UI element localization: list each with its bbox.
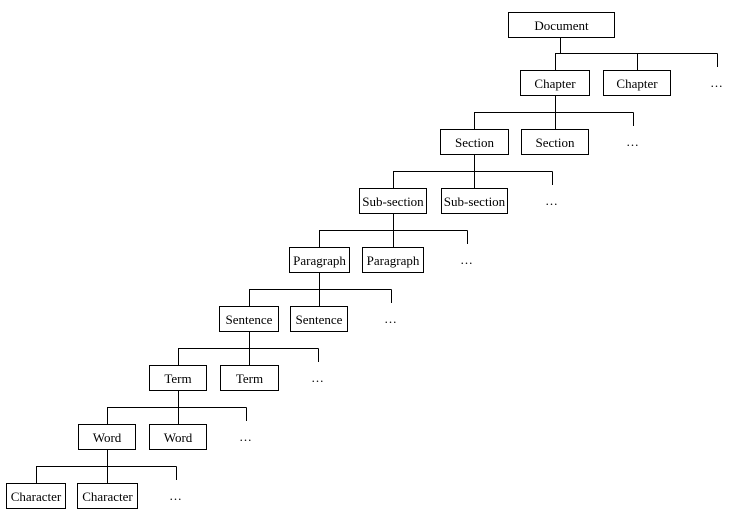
connector-document-to-chapter <box>555 38 718 70</box>
node-word-2: Word <box>149 424 207 450</box>
node-chapter-1: Chapter <box>520 70 590 96</box>
ellipsis-word: ... <box>239 429 253 444</box>
connector-chapter-to-section <box>474 96 634 129</box>
connector-subsection-to-paragraph <box>319 214 468 247</box>
node-character-2: Character <box>77 483 138 509</box>
ellipsis-paragraph: ... <box>460 252 474 267</box>
ellipsis-sentence: ... <box>384 311 398 326</box>
connector-term-to-word <box>107 391 247 424</box>
ellipsis-section: ... <box>626 134 640 149</box>
node-sentence-2: Sentence <box>290 306 348 332</box>
node-section-2: Section <box>521 129 589 155</box>
node-chapter-2: Chapter <box>603 70 671 96</box>
node-term-2: Term <box>220 365 279 391</box>
node-subsection-1: Sub-section <box>359 188 427 214</box>
ellipsis-character: ... <box>169 488 183 503</box>
node-section-1: Section <box>440 129 509 155</box>
node-paragraph-2: Paragraph <box>362 247 424 273</box>
connector-word-to-character <box>36 450 177 483</box>
node-term-1: Term <box>149 365 207 391</box>
ellipsis-subsection: ... <box>545 193 559 208</box>
node-subsection-2: Sub-section <box>441 188 508 214</box>
node-paragraph-1: Paragraph <box>289 247 350 273</box>
node-character-1: Character <box>6 483 66 509</box>
connector-paragraph-to-sentence <box>249 273 392 306</box>
ellipsis-term: ... <box>311 370 325 385</box>
ellipsis-chapter: ... <box>710 75 724 90</box>
node-word-1: Word <box>78 424 136 450</box>
connector-sentence-to-term <box>178 332 319 365</box>
connector-section-to-subsection <box>393 155 553 188</box>
node-document: Document <box>508 12 615 38</box>
node-sentence-1: Sentence <box>219 306 279 332</box>
